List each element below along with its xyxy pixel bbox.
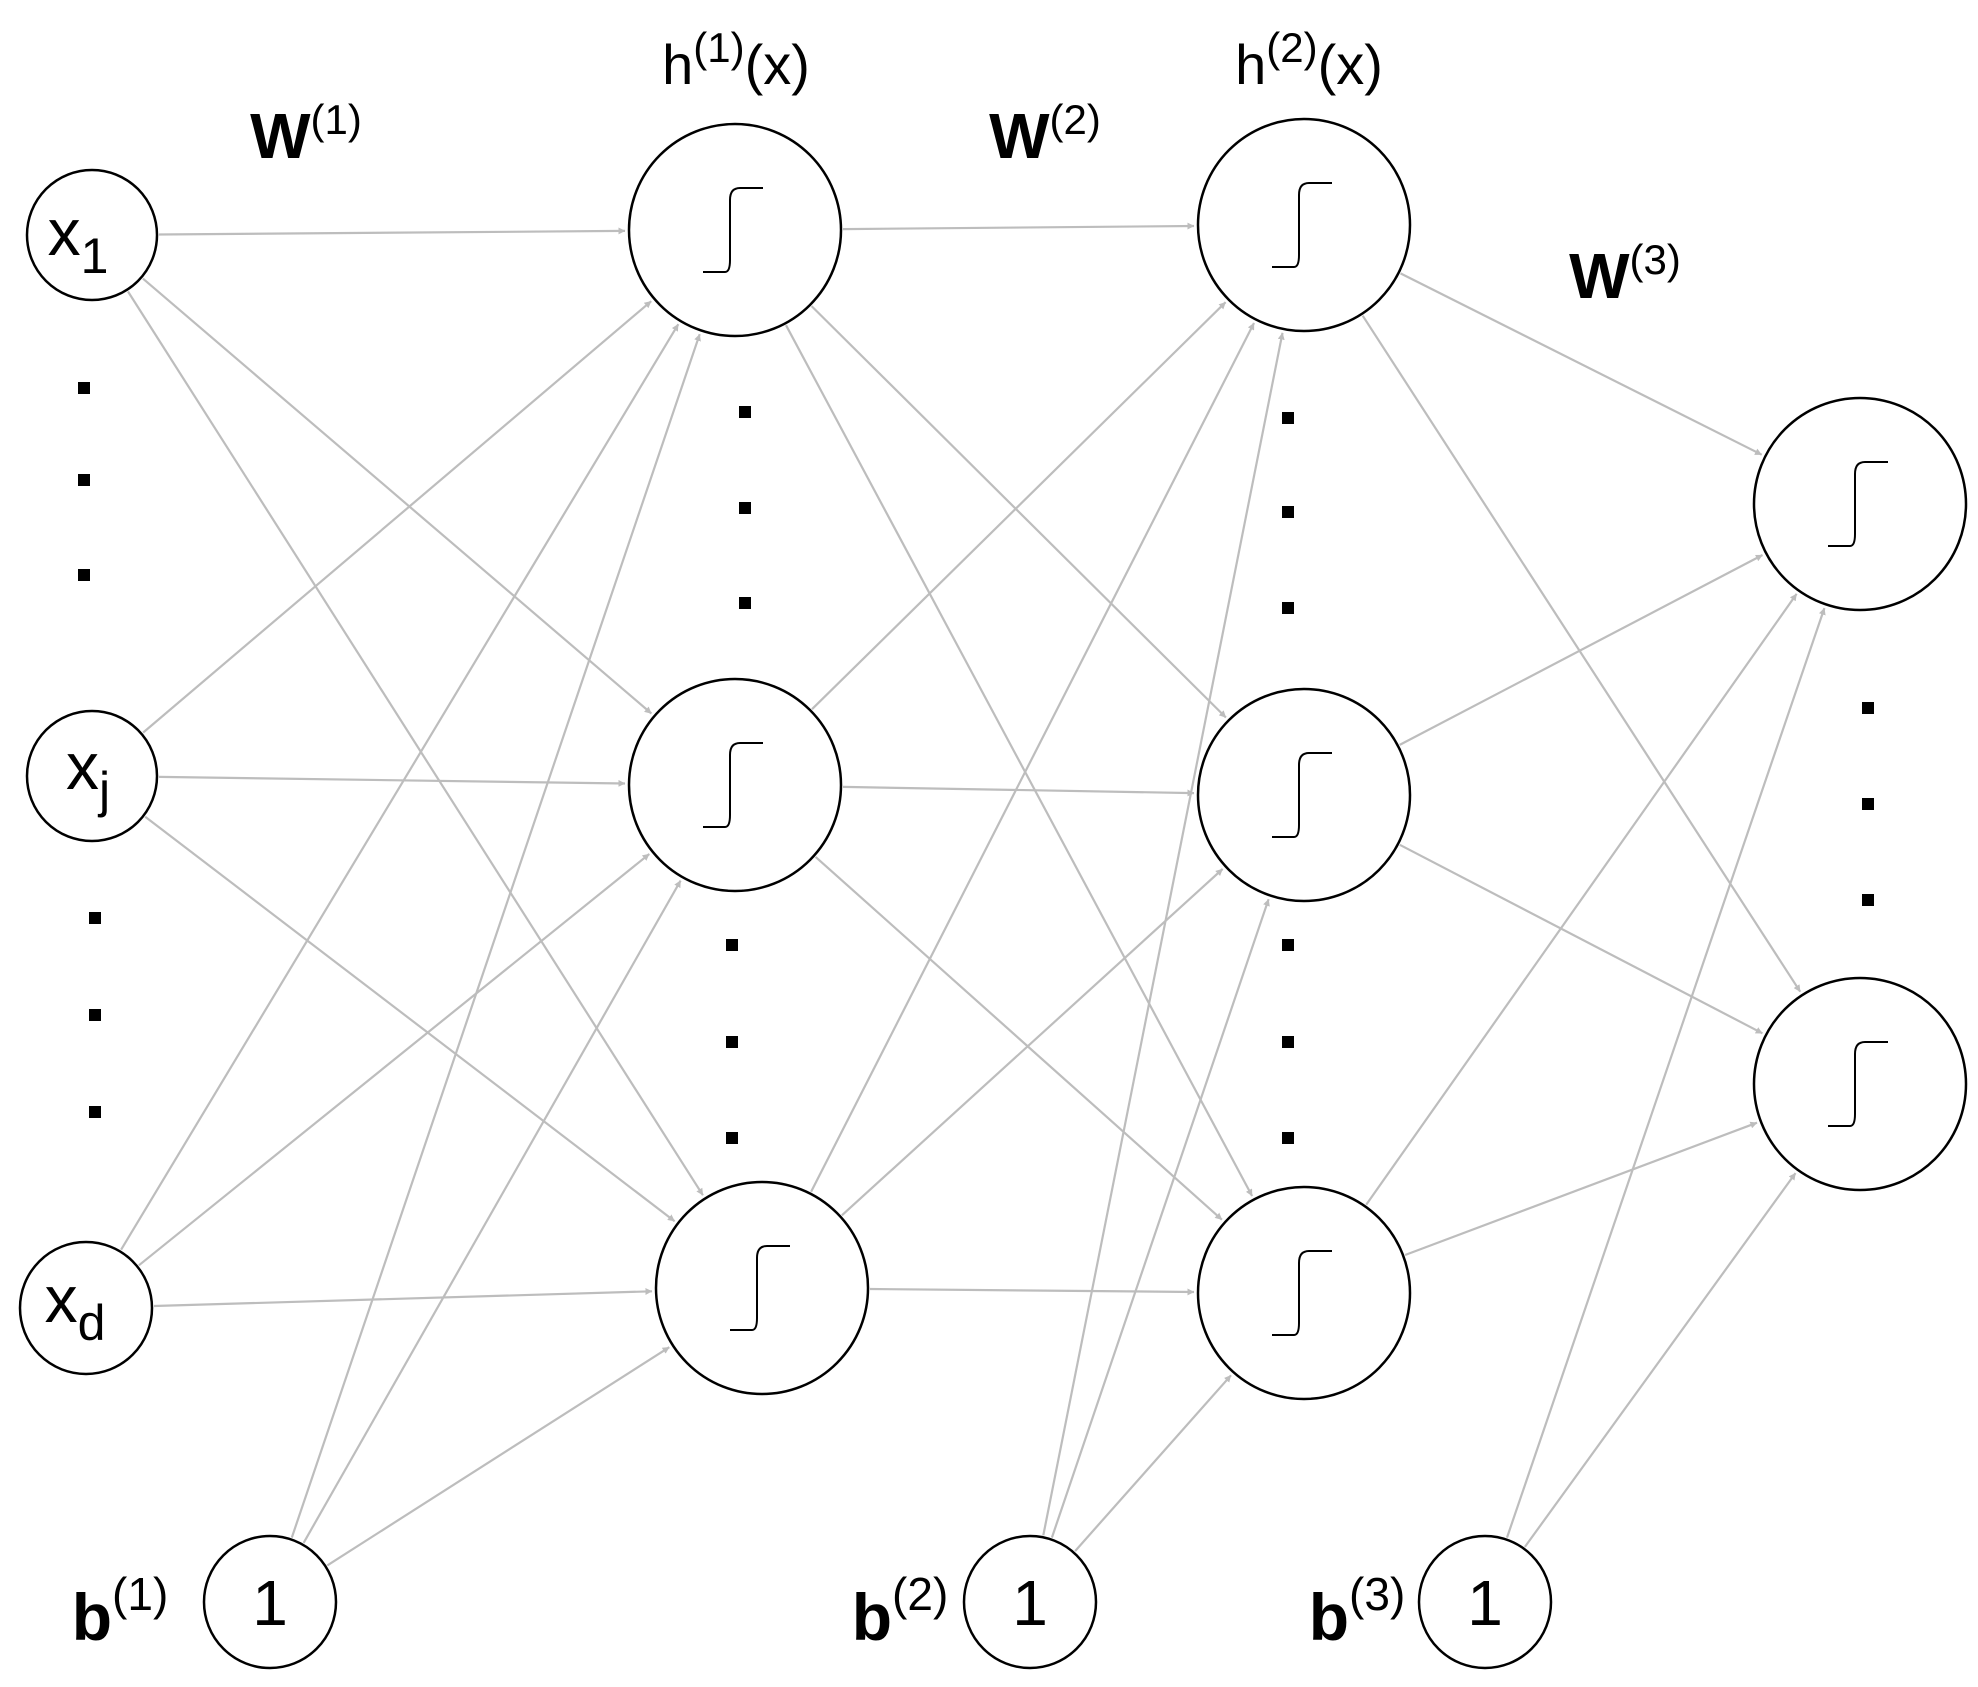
ellipsis-dot <box>1282 1036 1294 1048</box>
edge-b1-to-h1a <box>290 333 701 1538</box>
ellipsis-dot <box>739 597 751 609</box>
node-oa <box>1752 396 1968 612</box>
edge-h1b-to-h2a <box>811 301 1227 710</box>
edge-b1-to-h1c <box>326 1346 670 1567</box>
edge-b1-to-h1b <box>302 880 682 1544</box>
node-h2c <box>1196 1185 1412 1401</box>
edge-x1-to-h1c <box>127 290 704 1196</box>
bias-node-value-b2: 1 <box>1012 1567 1048 1639</box>
edge-xd-to-h1c <box>153 1287 653 1308</box>
node-b1 <box>202 1534 338 1670</box>
ellipsis-dot <box>739 406 751 418</box>
node-h2a <box>1196 117 1412 333</box>
weight-label-w3: W(3) <box>1569 236 1681 312</box>
edge-h1a-to-h2c <box>785 324 1254 1197</box>
edge-b2-to-h2b <box>1050 898 1270 1538</box>
hidden-layer-label-h2: h(2)(x) <box>1235 24 1383 96</box>
sigmoid-icon <box>1828 1041 1888 1127</box>
connection-edges <box>120 222 1826 1567</box>
edge-h1c-to-h2a <box>810 322 1255 1193</box>
ellipsis-dot <box>1282 939 1294 951</box>
edge-b2-to-h2a <box>1042 332 1285 1536</box>
ellipsis-dot <box>739 502 751 514</box>
node-h1b <box>627 677 843 893</box>
ellipsis-dot <box>1282 506 1294 518</box>
ellipsis-dot <box>89 1009 101 1021</box>
sigmoid-icon <box>730 1245 790 1331</box>
node-h1a <box>627 122 843 338</box>
network-nodes <box>18 117 1968 1670</box>
bias-node-value-b3: 1 <box>1467 1567 1503 1639</box>
bias-label-b2: b(2) <box>852 1568 949 1654</box>
weight-label-w2: W(2) <box>989 96 1101 172</box>
input-label-xd: xd <box>45 1262 106 1351</box>
edge-b2-to-h2c <box>1074 1374 1232 1552</box>
edge-x1-to-h1a <box>158 227 626 236</box>
sigmoid-icon <box>1272 1250 1332 1336</box>
bias-label-b3: b(3) <box>1309 1568 1406 1654</box>
edge-h2a-to-oa <box>1400 272 1763 456</box>
sigmoid-icon <box>1272 182 1332 268</box>
ellipsis-dot <box>1282 1132 1294 1144</box>
edge-h2b-to-oa <box>1399 554 1764 746</box>
node-x1 <box>25 168 159 302</box>
sigmoid-icon <box>703 742 763 828</box>
edge-xj-to-h1b <box>158 775 626 787</box>
ellipsis-dot <box>726 939 738 951</box>
ellipsis-dot <box>1862 702 1874 714</box>
sigmoid-icon <box>1272 752 1332 838</box>
node-ob <box>1752 976 1968 1192</box>
ellipsis-dot <box>726 1036 738 1048</box>
edge-h1c-to-h2b <box>841 868 1224 1217</box>
input-label-xj: xj <box>66 729 110 818</box>
node-h2b <box>1196 687 1412 903</box>
ellipsis-dot <box>1862 894 1874 906</box>
ellipsis-dot <box>78 382 90 394</box>
sigmoid-icon <box>1828 461 1888 547</box>
weight-label-w1: W(1) <box>250 96 362 172</box>
node-xd <box>18 1240 154 1376</box>
ellipsis-dot <box>1282 412 1294 424</box>
edge-h2c-to-ob <box>1404 1121 1758 1257</box>
ellipsis-dot <box>78 569 90 581</box>
hidden-layer-label-h1: h(1)(x) <box>662 24 810 96</box>
edge-xd-to-h1a <box>120 323 680 1251</box>
bias-label-b1: b(1) <box>72 1568 169 1654</box>
edge-h2c-to-oa <box>1365 593 1798 1206</box>
ellipsis-dot <box>89 1106 101 1118</box>
node-b2 <box>962 1534 1098 1670</box>
edge-h2b-to-ob <box>1399 843 1763 1035</box>
edge-xj-to-h1c <box>144 815 676 1223</box>
edge-x1-to-h1b <box>142 277 653 715</box>
ellipsis-dot <box>89 912 101 924</box>
edge-h1a-to-h2a <box>842 222 1195 231</box>
edge-h1b-to-h2b <box>842 785 1195 797</box>
ellipsis-dot <box>1282 602 1294 614</box>
input-label-x1: x1 <box>48 195 109 284</box>
edge-h2a-to-ob <box>1361 315 1802 993</box>
sigmoid-icon <box>703 187 763 273</box>
ellipsis-dot <box>78 474 90 486</box>
edge-xd-to-h1b <box>138 853 650 1267</box>
node-xj <box>25 709 159 843</box>
ellipsis-dot <box>726 1132 738 1144</box>
edge-h1a-to-h2b <box>810 305 1227 719</box>
edge-h1b-to-h2c <box>814 856 1223 1221</box>
bias-node-value-b1: 1 <box>252 1567 288 1639</box>
ellipsis-dots <box>78 382 1874 1144</box>
edge-b3-to-ob <box>1524 1172 1797 1548</box>
edge-h1c-to-h2c <box>869 1287 1195 1296</box>
edge-b3-to-oa <box>1505 607 1826 1538</box>
edge-xj-to-h1a <box>142 300 652 734</box>
ellipsis-dot <box>1862 798 1874 810</box>
node-h1c <box>654 1180 870 1396</box>
node-b3 <box>1417 1534 1553 1670</box>
